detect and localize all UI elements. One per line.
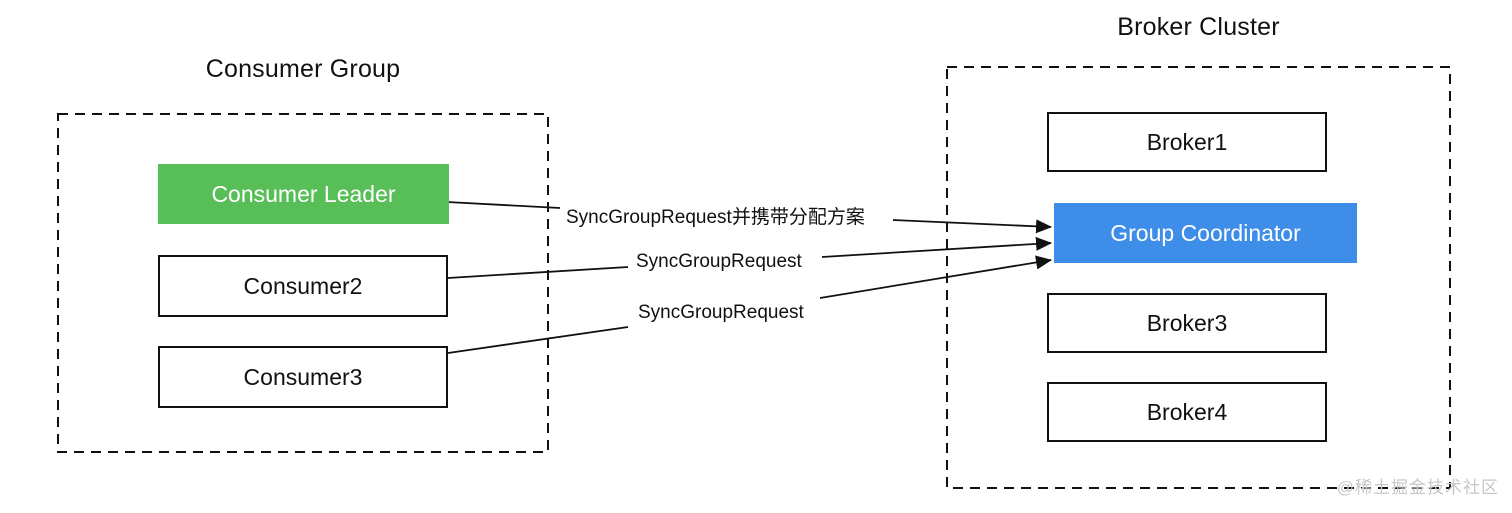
edge-label-sync-consumer3: SyncGroupRequest xyxy=(635,302,807,324)
consumer-leader-node: Consumer Leader xyxy=(158,164,449,224)
broker-cluster-title: Broker Cluster xyxy=(1117,13,1280,41)
broker1-node: Broker1 xyxy=(1047,112,1327,172)
watermark: @稀土掘金技术社区 xyxy=(1336,478,1499,497)
broker3-node: Broker3 xyxy=(1047,293,1327,353)
edge-leader-arrow xyxy=(892,219,1052,234)
consumer-group-title: Consumer Group xyxy=(205,55,401,83)
edge-consumer2-arrow xyxy=(821,236,1052,258)
broker4-node: Broker4 xyxy=(1047,382,1327,442)
edge-consumer3-arrow xyxy=(819,255,1052,299)
edge-label-sync-with-assignment: SyncGroupRequest并携带分配方案 xyxy=(563,202,868,229)
consumer3-node: Consumer3 xyxy=(158,346,448,408)
group-coordinator-node: Group Coordinator xyxy=(1054,203,1357,263)
edge-consumer2-line-left xyxy=(447,266,629,279)
edge-leader-line-left xyxy=(446,201,561,209)
edge-consumer3-line-left xyxy=(447,326,629,354)
consumer2-node: Consumer2 xyxy=(158,255,448,317)
edge-label-sync-consumer2: SyncGroupRequest xyxy=(633,251,805,273)
